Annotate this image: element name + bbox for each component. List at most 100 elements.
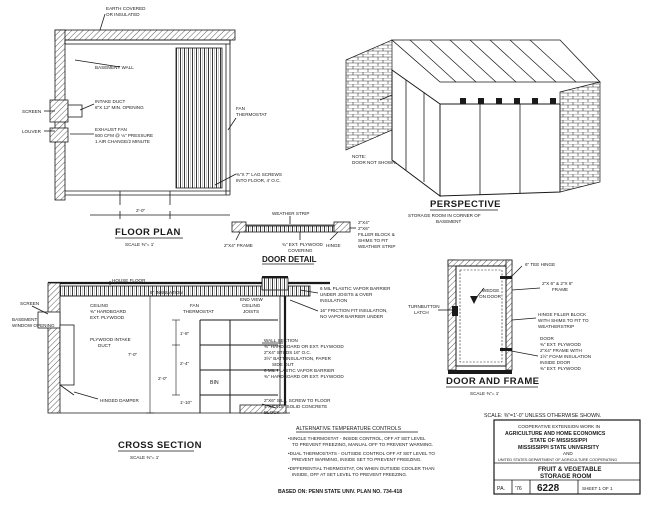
coop-line-3: STATE OF MISSISSIPPI [530, 438, 588, 444]
coop-line-1: COOPERATIVE EXTENSION WORK IN [518, 424, 600, 429]
hinged-damper-label: HINGED DAMPER [100, 398, 139, 403]
filler-label-3: WEATHER STRIP [358, 244, 395, 249]
coop-line-5: AND [563, 451, 573, 456]
alt-controls-line-4: PREVENT WARMING, INSIDE SET TO PREVENT F… [292, 457, 422, 462]
turnbutton-label: TURNBUTTON [408, 304, 440, 309]
dim-2-4: 2'-4" [180, 361, 190, 366]
floor-plan-scale: SCALE ⅜"= 1' [125, 242, 154, 247]
alt-controls-line-2: TO PREVENT FREEZING, MANUAL OFF TO PREVE… [292, 442, 433, 447]
pa-label: PA. [497, 486, 505, 492]
hinge-label: HINGE [326, 243, 341, 248]
plan-name-2: STORAGE ROOM [540, 473, 591, 480]
alt-controls-line-5: •DIFFERENTIAL THERMOSTAT, ON WHEN OUTSID… [288, 466, 435, 471]
perspective-title: PERSPECTIVE [430, 199, 501, 210]
exhaust-fan-label: EXHAUST FAN [95, 127, 127, 132]
door-spec-5: INSIDE DOOR [540, 360, 571, 365]
house-floor-label: HOUSE FLOOR [112, 278, 146, 283]
based-on-note: BASED ON: PENN STATE UNIV. PLAN NO. 734-… [278, 489, 402, 495]
wedge-label: WEDGE [482, 288, 499, 293]
sill-label: 2"X6" SILL, SCREW TO FLOOR [264, 398, 331, 403]
end-view-label-2: CEILING [242, 303, 261, 308]
thermostat-label: THERMOSTAT [236, 112, 267, 117]
title-block: SCALE: ⅜"=1'-0" UNLESS OTHERWISE SHOWN. … [484, 413, 641, 495]
wedge-label-2: ON DOOR [479, 294, 502, 299]
earth-label: EARTH COVERED [106, 6, 146, 11]
scale-note: SCALE: ⅜"=1'-0" UNLESS OTHERWISE SHOWN. [484, 413, 601, 419]
door-spec-2: ⅜" EXT. PLYWOOD [540, 342, 582, 347]
friction-fit-label: 16" FRICTION FIT INSULATION, [320, 308, 388, 313]
screen-label-2: SCREEN [20, 301, 39, 306]
door-spec-4: 1½" FOAM INSULATION [540, 353, 591, 359]
exhaust-fan-rate: 1 AIR CHANGE/2 MINUTE [95, 139, 150, 144]
filler-label-1: FILLER BLOCK & [358, 232, 395, 237]
end-view-label: END VIEW [240, 297, 263, 302]
door-frame-title: DOOR AND FRAME [446, 376, 539, 387]
dim-1-8: 1'-8" [180, 331, 190, 336]
coop-line-4: MISSISSIPPI STATE UNIVERSITY [518, 445, 600, 451]
filler-label-2: SHIMS TO FIT [358, 238, 388, 243]
vapor-barrier-label: 6 MIL PLASTIC VAPOR BARRIER [320, 286, 391, 291]
intake-duct-size: 6"X 12" MIN. OPENING [95, 105, 144, 110]
plywood-label: ¾" EXT. PLYWOOD [282, 242, 324, 247]
cross-section: HOUSE FLOOR 6" INSULATION SCREEN BASEMEN… [12, 276, 391, 460]
door-spec-3: 2"X4" FRAME WITH [540, 348, 582, 353]
cross-section-title: CROSS SECTION [118, 440, 202, 451]
floor-plan: EARTH COVERED OR INSULATED BASEMENT WALL… [22, 6, 282, 247]
door-spec-6: ⅜" EXT. PLYWOOD [540, 366, 582, 371]
insulation-label: 6" INSULATION [150, 290, 183, 295]
ceiling-hardboard-label: ⅜" HARDBOARD [90, 309, 127, 314]
basement-window-label: BASEMENT [12, 317, 37, 322]
door-width-dim: 2'-0" [136, 208, 146, 213]
wall-section-5: 6 MIL PLASTIC VAPOR BARRIER [264, 368, 335, 373]
cross-section-scale: SCALE ⅜"= 1' [130, 455, 159, 460]
tee-hinge-label: 6" TEE HINGE [525, 262, 555, 267]
door-and-frame: 6" TEE HINGE WEDGE ON DOOR 2"X 6" & 2"X … [408, 259, 591, 396]
intake-duct-label: INTAKE DUCT [95, 99, 125, 104]
coop-line-6: UNITED STATES DEPARTMENT OF AGRICULTURE … [498, 458, 617, 462]
hinge-filler-label-2: WITH SHIMS TO FIT TO [538, 318, 589, 323]
plan-number: 6228 [537, 483, 560, 494]
door-frame-scale: SCALE ⅜"= 1' [470, 391, 499, 396]
intake-duct-label-3: DUCT [98, 343, 111, 348]
year-label: '76 [515, 486, 522, 492]
floor-plan-title: FLOOR PLAN [115, 227, 181, 238]
perspective-subtitle-2: BASEMENT [436, 219, 461, 224]
plywood-covering-label: COVERING [288, 248, 313, 253]
coop-line-2: AGRICULTURE AND HOME ECONOMICS [505, 431, 606, 437]
sheet-label: SHEET 1 OF 1 [582, 486, 613, 491]
perspective-note-2: DOOR NOT SHOWN. [352, 160, 397, 165]
vapor-barrier-label-3: INSULATION [320, 298, 347, 303]
alt-controls-title: ALTERNATIVE TEMPERATURE CONTROLS [296, 426, 402, 432]
perspective-subtitle: STORAGE ROOM IN CORNER OF [408, 213, 481, 218]
hinge-filler-label-3: WEATHERSTRIP [538, 324, 574, 329]
door-detail-title: DOOR DETAIL [262, 255, 317, 264]
dim-1-10: 1'-10" [180, 400, 192, 405]
screen-label: SCREEN [22, 109, 41, 114]
basement-wall-label: BASEMENT WALL [95, 65, 134, 70]
fan-label: FAN [236, 106, 245, 111]
stud-label-2: 2"X6" [358, 226, 370, 231]
frame-size-label: 2"X 6" & 2"X 6" [542, 281, 573, 286]
alternative-controls: ALTERNATIVE TEMPERATURE CONTROLS •SINGLE… [288, 426, 435, 477]
hinge-filler-label: HINGE FILLER BLOCK [538, 312, 587, 317]
ceiling-label: CEILING [90, 303, 109, 308]
door-frame-label: 2"X4" FRAME [224, 243, 253, 248]
dim-7-0: 7'-0" [128, 352, 138, 357]
earth-label-2: OR INSULATED [106, 12, 140, 17]
bin-label: BIN [210, 380, 219, 386]
vapor-barrier-label-2: UNDER JOISTS & OVER [320, 292, 373, 297]
sill-label-3: BLOCK [264, 410, 281, 415]
frame-label: FRAME [552, 287, 568, 292]
sill-label-2: 4"X4"X16" SOLID CONCRETE [264, 404, 327, 409]
wall-section-3: 3½" BATT INSULATION, PAPER [264, 355, 332, 361]
intake-duct-label-2: PLYWOOD INTAKE [90, 337, 131, 342]
perspective-note: NOTE: [352, 154, 366, 159]
exhaust-fan-cfm: 500 CFM @ ⅛" PRESSURE [95, 133, 153, 138]
wall-section-2: 2"X4" STUDS 16" O.C. [264, 350, 311, 355]
alt-controls-line-6: INSIDE, OFF AT SET LEVEL TO PREVENT FREE… [292, 472, 407, 477]
lag-screws-spacing: INTO FLOOR, 4' O.C. [236, 178, 281, 183]
thermostat-label-2: THERMOSTAT [183, 309, 214, 314]
latch-label: LATCH [414, 310, 429, 315]
wall-section-title: WALL SECTION [264, 338, 298, 343]
